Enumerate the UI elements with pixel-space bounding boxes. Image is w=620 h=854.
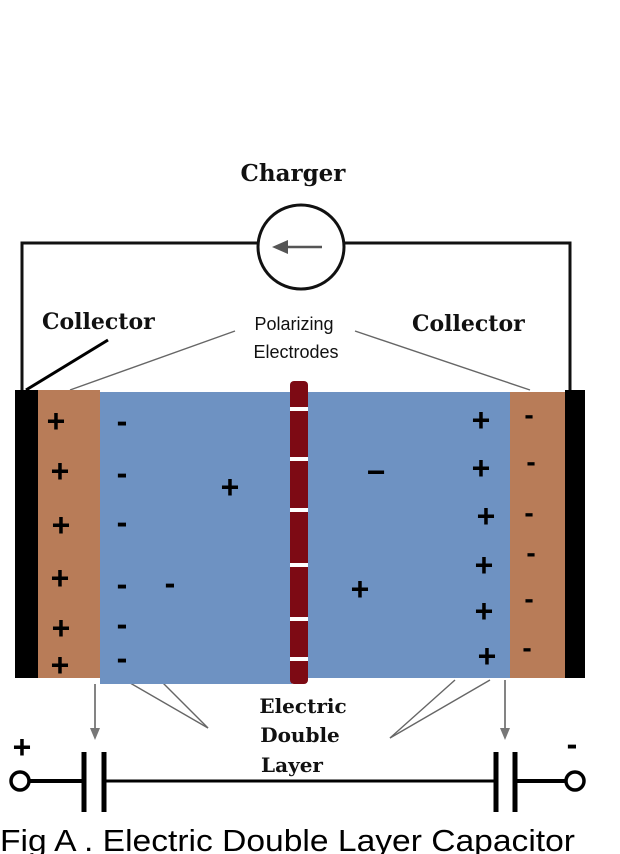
electrode-left (38, 390, 100, 678)
charge-plus: + (351, 571, 370, 607)
charger-arrow-icon (272, 240, 288, 254)
separator-gap (290, 508, 308, 512)
leader-collector-left (25, 338, 109, 392)
charge-minus: - (165, 565, 176, 601)
charge-plus: + (51, 560, 70, 596)
charge-minus: - (117, 403, 128, 439)
wire-right (344, 241, 572, 390)
leader-polarizing-left (69, 330, 236, 391)
terminal-right (564, 770, 586, 792)
separator-gap (290, 407, 308, 411)
down-arrow-left-icon (90, 728, 100, 740)
charge-minus: - (117, 455, 128, 491)
charge-plus: + (478, 638, 497, 674)
charge-minus: - (526, 446, 535, 477)
leader-lines (25, 330, 531, 739)
charge-minus: - (524, 583, 533, 614)
charge-plus: + (52, 610, 71, 646)
charger-circuit (20, 241, 572, 390)
charge-plus: + (52, 507, 71, 543)
charge-plus: + (472, 402, 491, 438)
charge-plus: + (51, 647, 70, 683)
separator-gap (290, 457, 308, 461)
separator (290, 381, 308, 684)
charge-minus: - (524, 399, 533, 430)
equivalent-circuit (9, 680, 586, 812)
charge-plus: + (51, 453, 70, 489)
charge-minus: - (117, 504, 128, 540)
charge-plus: + (475, 547, 494, 583)
electrode-right (510, 392, 565, 678)
edl-label-line3: Layer (261, 753, 323, 777)
charge-minus: - (117, 640, 128, 676)
text-labels: Charger Collector Collector Polarizing E… (0, 160, 577, 854)
charge-minus: - (524, 497, 533, 528)
terminal-plus-label: + (13, 729, 32, 765)
wire-left (20, 241, 258, 390)
leader-edl-right2 (389, 679, 491, 739)
terminal-left (9, 770, 31, 792)
separator-gap (290, 563, 308, 567)
separator-gap (290, 657, 308, 661)
charger-symbol (256, 203, 346, 291)
charge-plus: + (472, 450, 491, 486)
charge-minus: - (526, 537, 535, 568)
electrolyte-left (100, 392, 292, 684)
charge-plus: + (221, 469, 240, 505)
terminal-minus-label: - (567, 726, 578, 762)
edl-label-line2: Double (260, 723, 340, 747)
polarizing-label-line2: Electrodes (253, 342, 338, 362)
leader-edl-left (124, 679, 209, 729)
charge-plus: + (475, 593, 494, 629)
down-arrow-right-icon (500, 728, 510, 740)
charge-plus: + (477, 498, 496, 534)
charge-minus: - (117, 606, 128, 642)
separator-bar (290, 381, 308, 684)
collector-left (15, 390, 38, 678)
edl-label-line1: Electric (259, 694, 346, 718)
charges: + + + + + + - - - - - - + - − + + + + + … (47, 399, 536, 683)
charge-minus: − (367, 454, 386, 490)
charger-label: Charger (241, 160, 347, 187)
charge-minus: - (117, 566, 128, 602)
leader-edl-right (389, 679, 456, 739)
charge-plus: + (47, 403, 66, 439)
leader-edl-left2 (159, 679, 209, 729)
capacitor-cell (15, 381, 585, 684)
collector-right (565, 390, 585, 678)
charge-minus: - (522, 632, 531, 663)
polarizing-label-line1: Polarizing (254, 314, 333, 334)
figure-caption: Fig A . Electric Double Layer Capacitor (0, 823, 575, 854)
leader-polarizing-right (354, 330, 531, 391)
collector-right-label: Collector (412, 311, 525, 337)
electrolyte-right (308, 392, 510, 678)
separator-gap (290, 617, 308, 621)
collector-left-label: Collector (42, 309, 155, 335)
